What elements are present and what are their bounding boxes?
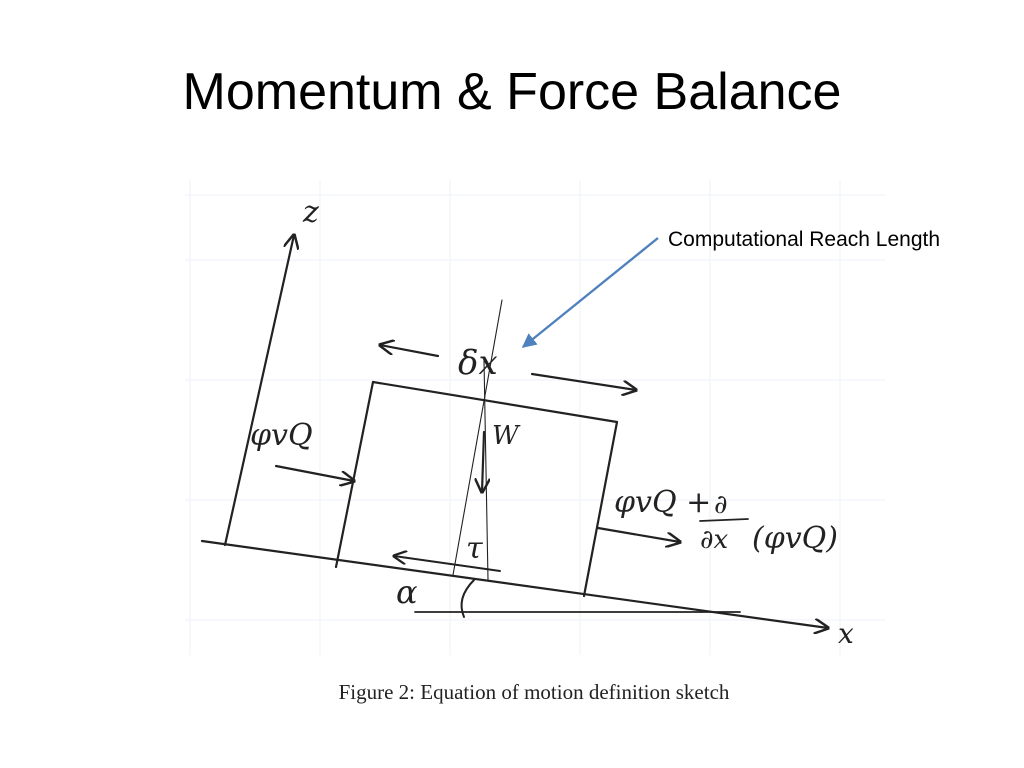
right-section [582,420,619,598]
derivative-denominator: ∂x [700,525,728,555]
shear-arrow [394,556,501,572]
bed-line [200,539,828,628]
angle-label: α [396,573,418,611]
water-surface [371,380,619,424]
fraction-bar [699,518,749,522]
z-axis-label: z [302,195,319,230]
annotation-arrow [521,237,659,348]
reach-arrow-right [530,372,636,390]
outflow-arrow [596,526,680,542]
reach-length-label: δx [458,343,498,383]
reach-length-annotation: Computational Reach Length [668,228,941,251]
inflow-flux-label: φvQ [250,418,313,453]
derivative-argument: (φvQ) [752,521,838,556]
weight-arrow [482,430,484,492]
weight-label: W [492,421,521,451]
sketch-ink [200,235,828,628]
figure-caption: Figure 2: Equation of motion definition … [338,680,730,704]
angle-arc [460,579,475,618]
shear-label: τ [466,531,483,566]
construction-line-b [483,359,489,581]
left-section [334,380,375,569]
x-axis-label: x [838,617,854,650]
z-axis-line [223,235,294,547]
construction-line-a [452,299,503,576]
outflow-flux-label: φvQ + [614,485,711,520]
derivative-numerator: ∂ [714,490,727,520]
inflow-arrow [274,464,354,481]
reach-arrow-left [380,345,440,358]
slide-title: Momentum & Force Balance [182,63,842,121]
